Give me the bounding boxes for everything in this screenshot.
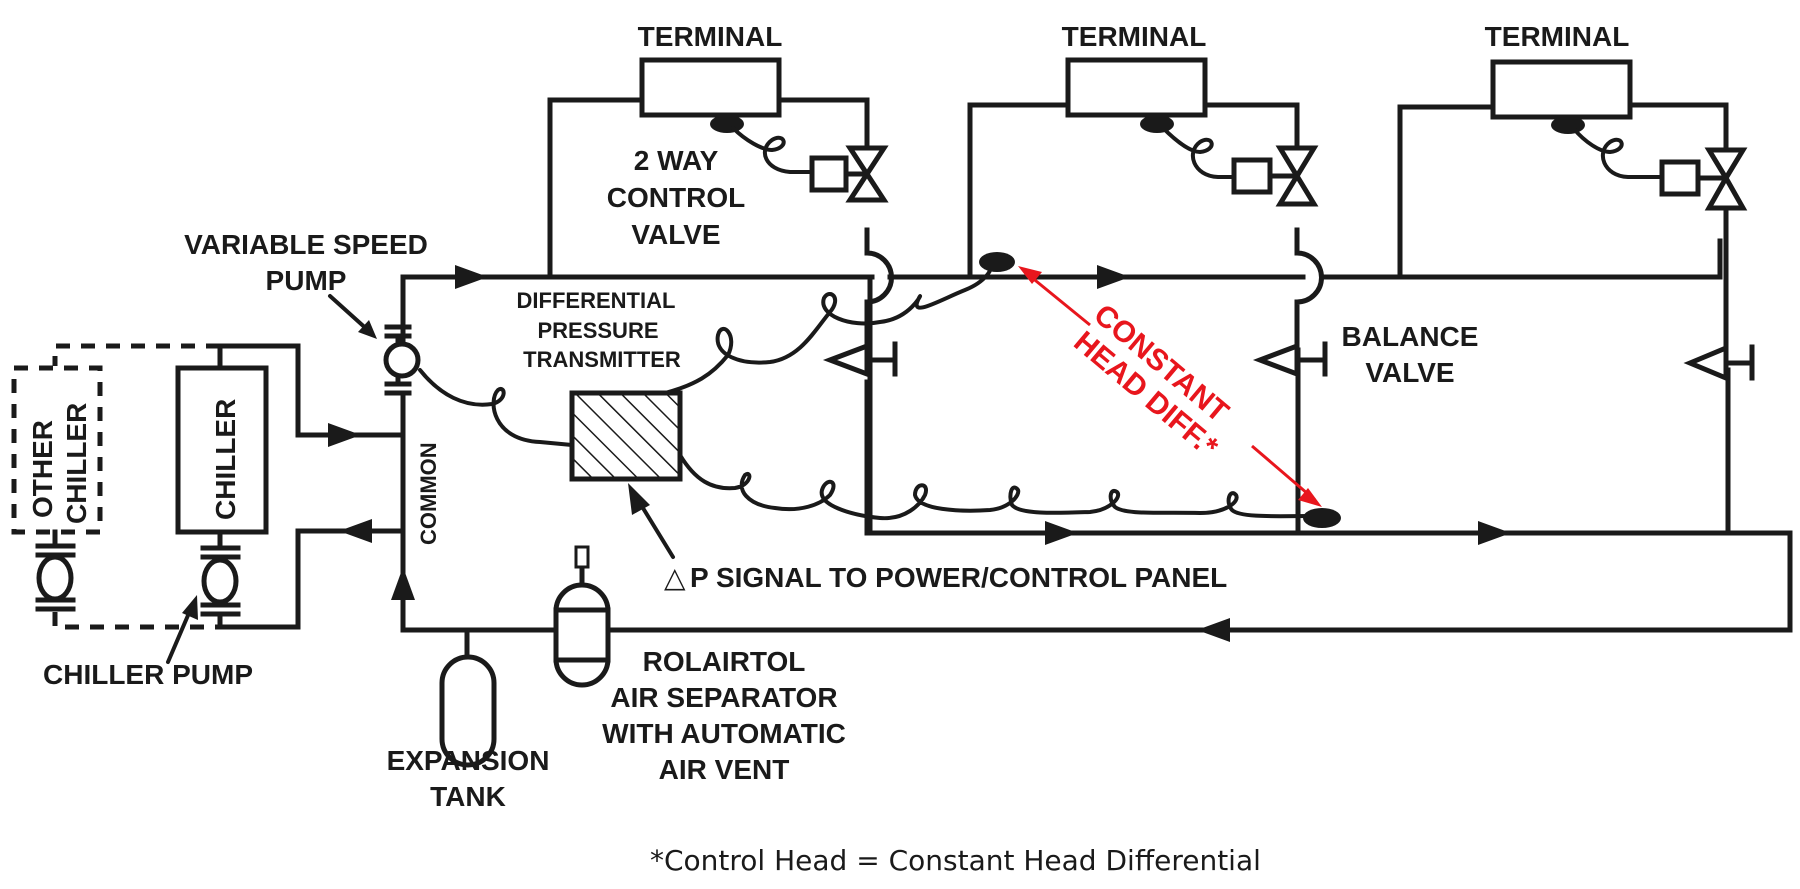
dp-signal-label: △ P SIGNAL TO POWER/CONTROL PANEL bbox=[664, 562, 1227, 593]
two-way-control-valve-3 bbox=[1704, 147, 1748, 211]
footnote: *Control Head = Constant Head Differenti… bbox=[650, 844, 1261, 877]
dp-transmitter-label: DIFFERENTIAL PRESSURE TRANSMITTER bbox=[517, 288, 681, 372]
terminal-sensor-2 bbox=[1140, 115, 1174, 133]
terminal-sensor-wire-2 bbox=[1161, 126, 1236, 179]
other-chiller-pump bbox=[35, 529, 76, 612]
svg-text:CONTROL: CONTROL bbox=[607, 182, 745, 213]
svg-text:2 WAY: 2 WAY bbox=[634, 145, 719, 176]
balance-valve-label: BALANCE VALVE bbox=[1342, 321, 1479, 388]
svg-text:TRANSMITTER: TRANSMITTER bbox=[523, 347, 681, 372]
terminal-branch-3 bbox=[1397, 102, 1729, 351]
supply-header bbox=[400, 238, 1723, 375]
svg-text:EXPANSION: EXPANSION bbox=[387, 745, 550, 776]
terminal-unit-3 bbox=[1490, 59, 1633, 120]
other-chiller: OTHER CHILLER bbox=[11, 343, 222, 630]
svg-text:PRESSURE: PRESSURE bbox=[537, 318, 658, 343]
flow-arrow-chiller-return bbox=[339, 519, 372, 543]
flow-arrow-return-3 bbox=[1197, 618, 1230, 642]
chiller-return-pipe bbox=[219, 528, 403, 630]
terminal-sensor-wire-3 bbox=[1572, 127, 1664, 179]
valve-actuator-3 bbox=[1659, 159, 1701, 197]
terminal-sensor-wire-1 bbox=[731, 126, 814, 174]
return-pressure-sensor bbox=[1303, 508, 1341, 528]
flow-arrow-return-1 bbox=[1045, 521, 1078, 545]
balance-valve-2 bbox=[1252, 341, 1328, 378]
terminal-label-1: TERMINAL bbox=[638, 21, 783, 52]
svg-text:VALVE: VALVE bbox=[1365, 357, 1454, 388]
pump-pointer-arrow bbox=[328, 294, 372, 334]
svg-text:PUMP: PUMP bbox=[266, 265, 347, 296]
terminal-label-3: TERMINAL bbox=[1485, 21, 1630, 52]
two-way-control-valve-2 bbox=[1275, 145, 1319, 207]
pump-signal-wire bbox=[418, 368, 574, 447]
two-way-control-valve-1 bbox=[845, 145, 889, 203]
supply-pressure-sensor bbox=[979, 252, 1015, 272]
flow-arrow-chiller-supply bbox=[328, 423, 361, 447]
svg-text:AIR VENT: AIR VENT bbox=[659, 754, 790, 785]
constant-head-diff-indicator: CONSTANT HEAD DIFF.* bbox=[1018, 266, 1322, 507]
terminal-unit-2 bbox=[1065, 57, 1208, 118]
terminal-branch-2 bbox=[967, 102, 1324, 351]
svg-text:VALVE: VALVE bbox=[631, 219, 720, 250]
terminal-sensor-3 bbox=[1551, 116, 1585, 134]
valve-actuator-1 bbox=[809, 155, 849, 193]
variable-speed-pump-label: VARIABLE SPEED PUMP bbox=[184, 229, 428, 296]
balance-valve-1 bbox=[822, 341, 898, 378]
flow-arrow-supply-1 bbox=[455, 265, 488, 289]
air-separator bbox=[553, 567, 611, 688]
terminal-sensor-1 bbox=[710, 115, 744, 133]
svg-text:DIFFERENTIAL: DIFFERENTIAL bbox=[517, 288, 676, 313]
flow-arrow-supply-2 bbox=[1097, 265, 1130, 289]
svg-text:WITH AUTOMATIC: WITH AUTOMATIC bbox=[602, 718, 846, 749]
svg-text:△: △ bbox=[664, 562, 686, 593]
common-label: COMMON bbox=[416, 442, 441, 545]
dp-transmitter bbox=[569, 390, 683, 482]
expansion-tank bbox=[439, 654, 497, 768]
terminal-label-2: TERMINAL bbox=[1062, 21, 1207, 52]
chiller-label: CHILLER bbox=[210, 399, 241, 520]
air-separator-label: ROLAIRTOL AIR SEPARATOR WITH AUTOMATIC A… bbox=[602, 646, 846, 785]
two-way-control-valve-label: 2 WAY CONTROL VALVE bbox=[607, 145, 745, 250]
chiller-pump-label: CHILLER PUMP bbox=[43, 659, 253, 690]
svg-text:AIR SEPARATOR: AIR SEPARATOR bbox=[610, 682, 837, 713]
svg-text:OTHER: OTHER bbox=[27, 420, 58, 518]
terminal-branch-1 bbox=[547, 97, 894, 536]
svg-text:TANK: TANK bbox=[430, 781, 506, 812]
flow-arrow-return-2 bbox=[1478, 521, 1511, 545]
svg-text:BALANCE: BALANCE bbox=[1342, 321, 1479, 352]
expansion-tank-label: EXPANSION TANK bbox=[387, 745, 550, 812]
terminal-unit-1 bbox=[639, 57, 782, 118]
balance-valve-3 bbox=[1683, 344, 1755, 382]
svg-text:CHILLER: CHILLER bbox=[61, 403, 92, 524]
return-sensor-wire bbox=[678, 453, 1312, 521]
svg-text:VARIABLE SPEED: VARIABLE SPEED bbox=[184, 229, 428, 260]
supply-sensor-wire bbox=[663, 260, 994, 395]
svg-text:ROLAIRTOL: ROLAIRTOL bbox=[643, 646, 806, 677]
variable-speed-pump bbox=[383, 324, 421, 396]
automatic-air-vent bbox=[574, 545, 590, 569]
svg-text:P SIGNAL TO POWER/CONTROL PANE: P SIGNAL TO POWER/CONTROL PANEL bbox=[690, 562, 1227, 593]
valve-actuator-2 bbox=[1231, 157, 1273, 195]
chiller-pump bbox=[200, 529, 241, 630]
